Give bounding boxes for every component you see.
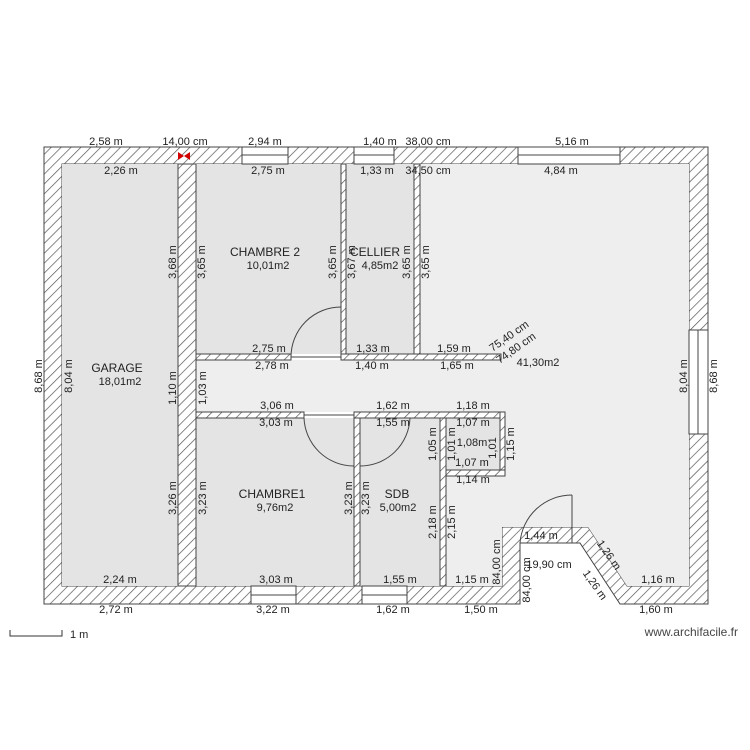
dimension-label: 1,07 m [456, 417, 490, 429]
dimension-label: 1,05 m [427, 427, 439, 461]
dimension-label: 3,68 m [167, 245, 179, 279]
red-marker-icon [178, 152, 190, 160]
dimension-label: 2,26 m [104, 165, 138, 177]
dimension-label: 1,60 m [639, 604, 673, 616]
garage-floor [62, 164, 178, 586]
dimension-label: 1,40 m [363, 136, 397, 148]
dimension-label: 1,33 m [356, 343, 390, 355]
dimension-label: 1,59 m [437, 343, 471, 355]
sdb-area: 5,00m2 [380, 502, 417, 514]
dimension-label: 1,55 m [376, 417, 410, 429]
dimension-label: 3,23 m [343, 481, 355, 515]
doors [290, 306, 573, 544]
sdb-label: SDB [385, 487, 410, 501]
chambre1-area: 9,76m2 [257, 502, 294, 514]
dimension-label: 38,00 cm [405, 136, 450, 148]
dimension-label: 2,15 m [446, 505, 458, 539]
dimension-label: 8,68 m [708, 359, 720, 393]
dimension-label: 8,04 m [63, 359, 75, 393]
dimension-label: 3,65 m [196, 245, 208, 279]
scale-label: 1 m [70, 629, 88, 641]
dimension-label: 1,33 m [360, 165, 394, 177]
dimension-label: 1,01 [487, 437, 499, 458]
dimension-labels: 2,58 m 14,00 cm 2,94 m 1,40 m 38,00 cm 5… [89, 136, 675, 616]
watermark: www.archifacile.fr [644, 625, 738, 639]
dimension-label: 3,06 m [260, 400, 294, 412]
dimension-label: 2,94 m [248, 136, 282, 148]
dimension-label: 8,68 m [33, 359, 45, 393]
vertical-dimension-labels: 3,68 m 3,65 m 3,65 m 3,67 m 3,65 m 3,65 … [33, 245, 720, 602]
dimension-label: 2,75 m [252, 343, 286, 355]
dimension-label: 2,72 m [99, 604, 133, 616]
closet-floor [446, 418, 500, 470]
dimension-label: 1,08m [457, 437, 488, 449]
dimension-label: 3,65 m [327, 245, 339, 279]
dimension-label: 1,16 m [641, 574, 675, 586]
dimension-label: 1,18 m [456, 400, 490, 412]
dimension-label: 19,90 cm [526, 559, 571, 571]
dimension-label: 3,23 m [360, 481, 372, 515]
dimension-label: 1,44 m [524, 530, 558, 542]
dimension-label: 84,00 cm [521, 557, 533, 602]
dimension-label: 8,04 m [678, 359, 690, 393]
dimension-label: 1,65 m [440, 360, 474, 372]
dimension-label: 1,15 m [505, 427, 517, 461]
scale-bar: 1 m [9, 629, 88, 641]
dimension-label: 1,62 m [376, 604, 410, 616]
cellier-floor [346, 164, 414, 354]
dimension-label: 3,65 m [420, 245, 432, 279]
windows [241, 146, 709, 605]
chambre1-label: CHAMBRE1 [239, 487, 306, 501]
garage-area: 18,01m2 [99, 376, 142, 388]
interior-walls [177, 163, 506, 587]
dimension-label: 1,40 m [355, 360, 389, 372]
dimension-label: 3,03 m [259, 417, 293, 429]
dimension-label: 1,07 m [455, 457, 489, 469]
dimension-label: 2,58 m [89, 136, 123, 148]
chambre2-floor [196, 164, 341, 354]
dimension-label: 1,50 m [464, 604, 498, 616]
garage-label: GARAGE [91, 361, 142, 375]
dimension-label: 2,78 m [255, 360, 289, 372]
dimension-label: 3,67 m [346, 245, 358, 279]
dimension-label: 84,00 cm [491, 539, 503, 584]
dimension-label: 1,15 m [455, 574, 489, 586]
chambre1-floor [196, 418, 354, 586]
dimension-label: 3,65 m [401, 245, 413, 279]
dimension-label: 3,26 m [167, 481, 179, 515]
dimension-label: 1,55 m [383, 574, 417, 586]
chambre2-area: 10,01m2 [247, 260, 290, 272]
cellier-area: 4,85m2 [362, 260, 399, 272]
dimension-label: 5,16 m [555, 136, 589, 148]
dimension-label: 1,01 m [446, 427, 458, 461]
dimension-label: 14,00 cm [162, 136, 207, 148]
dimension-label: 3,03 m [259, 574, 293, 586]
dimension-label: 4,84 m [544, 165, 578, 177]
dimension-label: 1,10 m [167, 371, 179, 405]
chambre2-label: CHAMBRE 2 [230, 245, 300, 259]
dimension-label: 1,03 m [197, 371, 209, 405]
dimension-label: 2,75 m [251, 165, 285, 177]
room-labels: GARAGE 18,01m2 CHAMBRE 2 10,01m2 CELLIER… [91, 245, 559, 514]
dimension-label: 3,22 m [256, 604, 290, 616]
dimension-label: 3,23 m [197, 481, 209, 515]
dimension-label: 2,24 m [103, 574, 137, 586]
dimension-label: 2,18 m [427, 505, 439, 539]
main-area: 41,30m2 [517, 357, 560, 369]
dimension-label: 1,62 m [376, 400, 410, 412]
main-room-floor [196, 164, 689, 586]
cellier-label: CELLIER [350, 245, 400, 259]
dimension-label: 1,14 m [456, 474, 490, 486]
dimension-label: 34,50 cm [405, 165, 450, 177]
